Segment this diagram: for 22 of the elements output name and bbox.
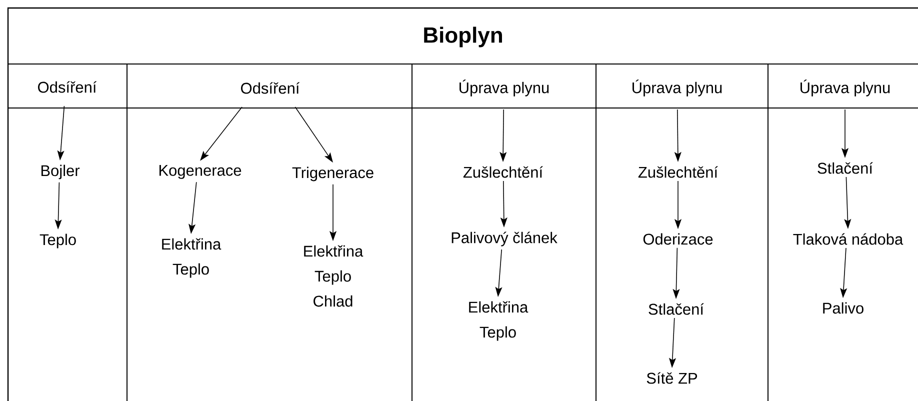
column-header: Odsíření: [38, 81, 97, 93]
step-label: Tlaková nádoba: [793, 233, 904, 245]
column-header: Úprava plynu: [800, 80, 890, 96]
step-label: Stlačení: [648, 303, 704, 315]
step-label: Teplo: [40, 234, 76, 248]
step-label: Trigenerace: [292, 166, 374, 182]
step-label: Bojler: [41, 164, 80, 180]
column-header: Odsíření: [241, 82, 300, 94]
step-label: Stlačení: [818, 162, 873, 174]
step-label: Oderizace: [643, 233, 713, 245]
step-label: Zušlechtění: [463, 166, 543, 178]
column-header: Úprava plynu: [632, 80, 722, 96]
step-label: Palivo: [823, 302, 864, 314]
step-label: Sítě ZP: [646, 372, 698, 384]
step-label: Zušlechtění: [638, 166, 718, 178]
step-label: Kogenerace: [159, 165, 242, 179]
table-title: Bioplyn: [424, 26, 502, 48]
column-header: Úprava plynu: [460, 80, 549, 96]
step-label: Elektřina Teplo Chlad: [304, 245, 364, 307]
step-label: Palivový článek: [452, 232, 558, 246]
step-label: Elektřina Teplo: [162, 238, 222, 278]
step-label: Elektřina Teplo: [469, 301, 528, 341]
